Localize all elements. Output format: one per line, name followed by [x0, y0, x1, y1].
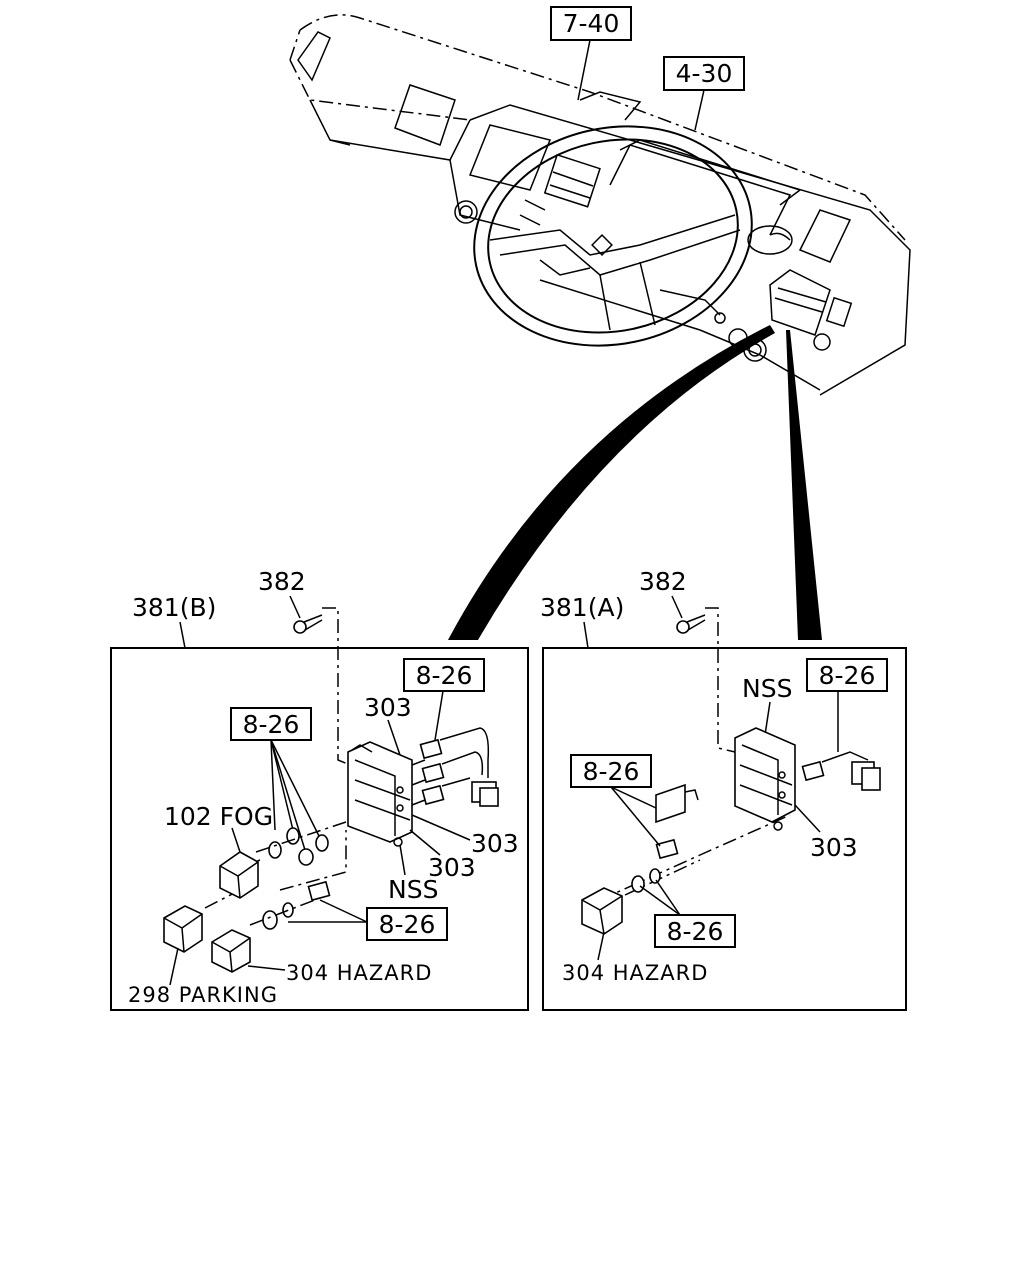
part-303-label: 303: [810, 833, 858, 862]
panel-a-ref-lower[interactable]: 8-26: [654, 914, 736, 948]
panel-b: 381(B) 382: [110, 567, 529, 1011]
panel-b-ref-lower[interactable]: 8-26: [366, 907, 448, 941]
dashboard-ref-top[interactable]: 7-40: [550, 6, 632, 41]
washers-and-nuts: [631, 868, 661, 893]
switch-bracket: [347, 741, 426, 847]
panel-b-screw-label: 382: [258, 567, 306, 596]
ref-label-7-40: 7-40: [563, 9, 620, 38]
leader-to-panel-b: [448, 325, 775, 640]
fog-switch-label: 102 FOG: [164, 802, 273, 831]
ref-label-8-26: 8-26: [243, 710, 300, 739]
leader-to-panel-a: [786, 330, 822, 640]
panel-a-frame: [542, 647, 907, 1011]
panel-b-frame: [110, 647, 529, 1011]
panel-b-title: 381(B): [132, 593, 216, 622]
nss-label: NSS: [388, 875, 438, 904]
parking-switch-label: 298 PARKING: [128, 983, 278, 1007]
panel-a-screw-label: 382: [639, 567, 687, 596]
switch-body: [655, 783, 699, 860]
screw-icon: [293, 614, 323, 634]
part-303-label: 303: [471, 829, 519, 858]
ref-label-8-26: 8-26: [379, 910, 436, 939]
screw-icon: [676, 614, 706, 634]
fog-switch-knob: [219, 851, 259, 899]
panel-b-ref-switches[interactable]: 8-26: [230, 707, 312, 741]
bulb-connector: [801, 751, 881, 791]
ref-label-8-26: 8-26: [819, 661, 876, 690]
panel-a-ref-connector[interactable]: 8-26: [806, 658, 888, 692]
ref-label-8-26: 8-26: [583, 757, 640, 786]
dashboard-illustration: [289, 14, 911, 396]
hazard-switch-label: 304 HAZARD: [286, 961, 432, 985]
bulb-connectors: [419, 727, 499, 807]
dashboard-ref-right[interactable]: 4-30: [663, 56, 745, 91]
ref-label-4-30: 4-30: [676, 59, 733, 88]
panel-b-ref-bracket[interactable]: 8-26: [403, 658, 485, 692]
part-303-label: 303: [428, 853, 476, 882]
hazard-switch-label: 304 HAZARD: [562, 961, 708, 985]
nss-label: NSS: [742, 674, 792, 703]
panel-a-title: 381(A): [540, 593, 624, 622]
hazard-switch-knob: [211, 929, 251, 973]
panel-a: 381(A) 382 NSS 8-26: [540, 567, 907, 1011]
panel-a-ref-switch[interactable]: 8-26: [570, 754, 652, 788]
parking-switch-knob: [163, 905, 203, 953]
switch-bracket: [734, 727, 796, 831]
ref-label-8-26: 8-26: [667, 917, 724, 946]
hazard-switch-knob: [581, 887, 623, 935]
washers-and-nuts: [262, 827, 329, 930]
part-303-label: 303: [364, 693, 412, 722]
ref-label-8-26: 8-26: [416, 661, 473, 690]
